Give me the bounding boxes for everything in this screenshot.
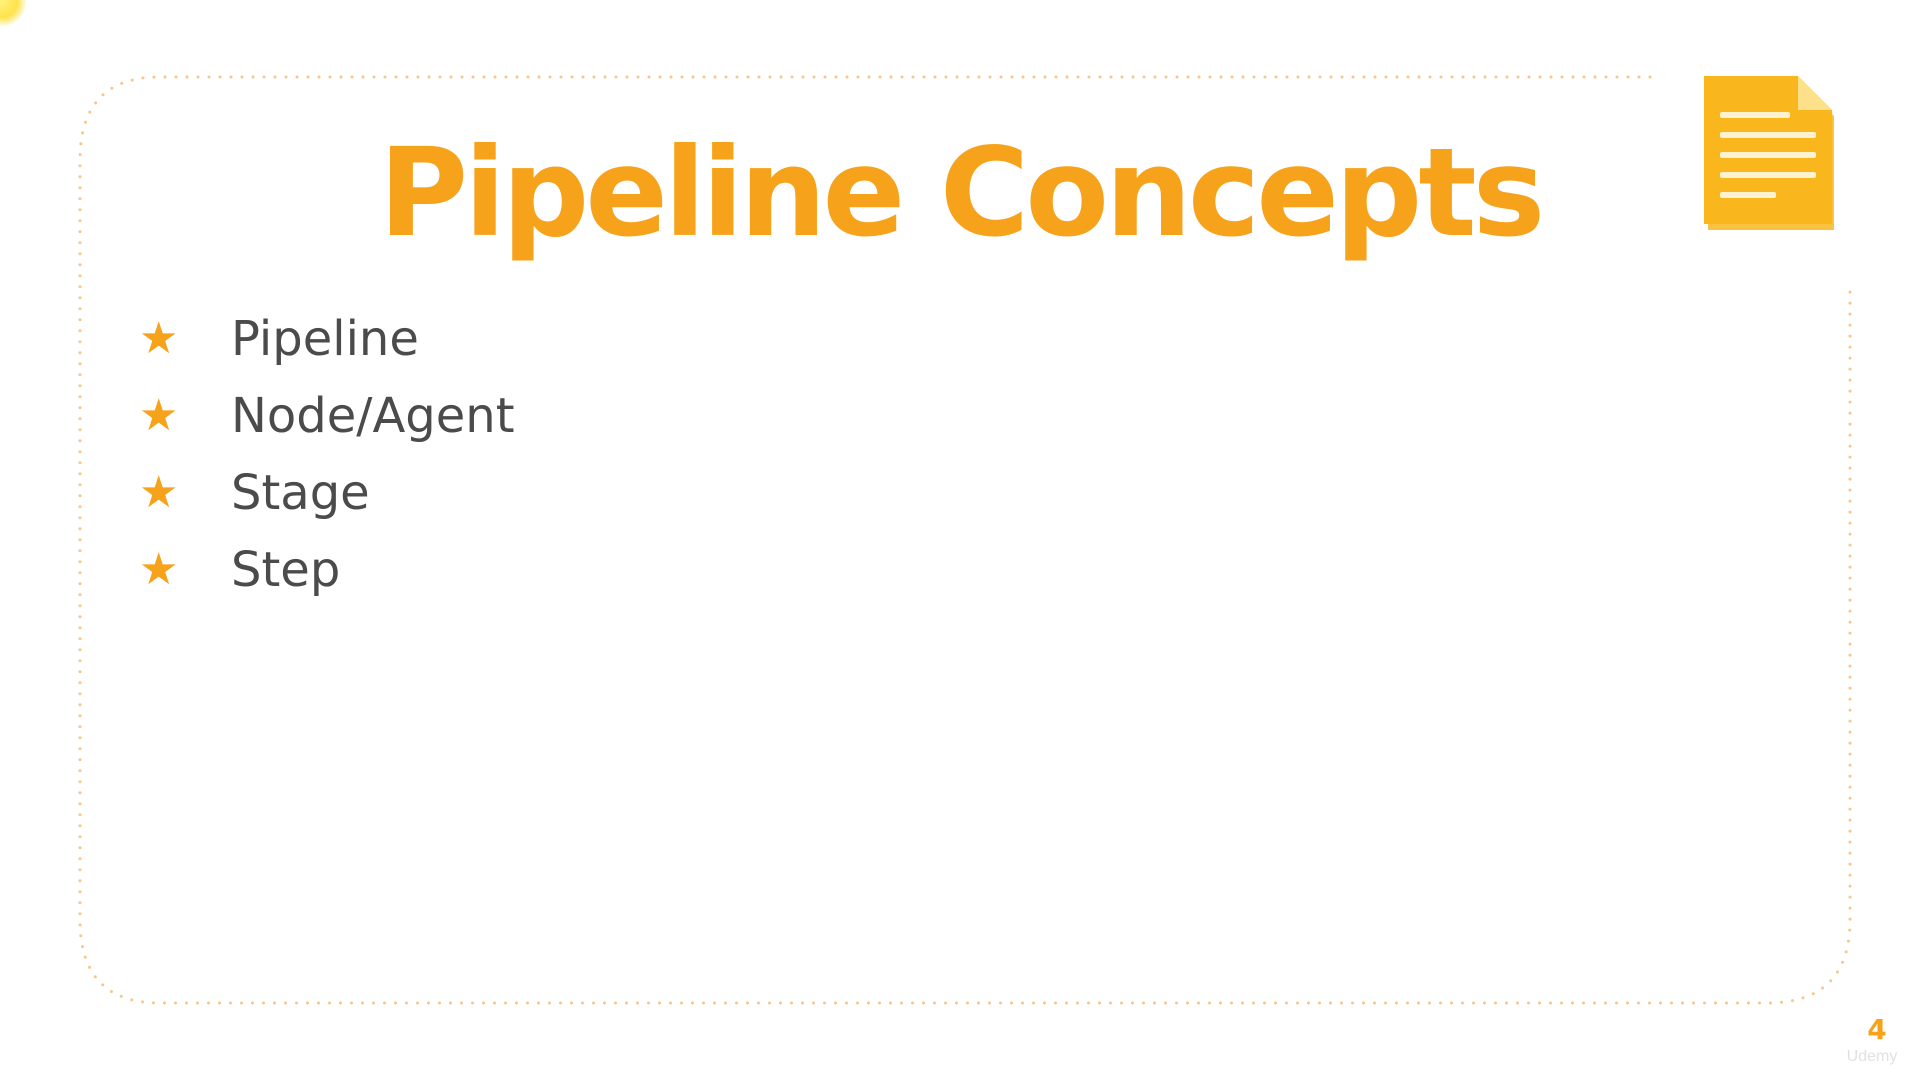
star-icon: ★	[139, 544, 179, 594]
list-item: ★ Pipeline	[135, 300, 515, 377]
star-icon: ★	[139, 467, 179, 517]
concept-label: Stage	[231, 464, 370, 521]
star-icon: ★	[139, 390, 179, 440]
concept-label: Node/Agent	[231, 387, 515, 444]
concept-label: Pipeline	[231, 310, 419, 367]
slide-title: Pipeline Concepts	[378, 122, 1546, 264]
list-item: ★ Stage	[135, 454, 515, 531]
star-icon: ★	[139, 313, 179, 363]
list-item: ★ Step	[135, 531, 515, 608]
document-icon	[1704, 76, 1834, 230]
concept-label: Step	[231, 541, 341, 598]
concept-list: ★ Pipeline ★ Node/Agent ★ Stage ★ Step	[135, 300, 515, 608]
watermark: Udemy	[1846, 1048, 1898, 1065]
page-number: 4	[1867, 1013, 1887, 1046]
list-item: ★ Node/Agent	[135, 377, 515, 454]
